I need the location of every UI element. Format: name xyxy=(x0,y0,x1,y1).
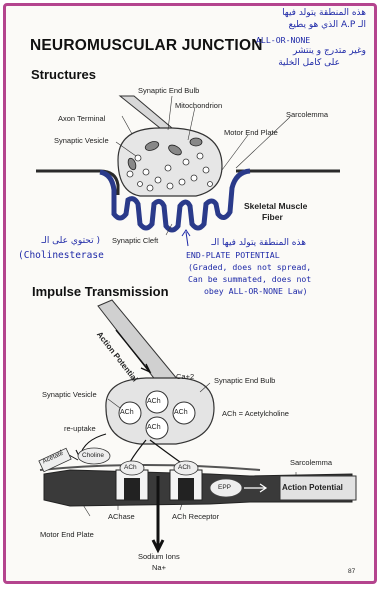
label-sarcolemma-bottom: Sarcolemma xyxy=(290,458,332,467)
label-action-potential-box: Action Potential xyxy=(282,483,343,492)
label-epp: EPP xyxy=(218,484,231,491)
label-na: Na+ xyxy=(152,563,166,572)
label-ach-receptor: ACh Receptor xyxy=(172,512,219,521)
sarcolemma-upper xyxy=(40,465,260,470)
receptor-ach-1: ACh xyxy=(124,464,137,471)
label-synaptic-vesicle-bottom: Synaptic Vesicle xyxy=(42,390,97,399)
label-motor-end-plate-bottom: Motor End Plate xyxy=(40,530,94,539)
vesicle-ach-1: ACh xyxy=(120,409,134,416)
receptor-ach-2: ACh xyxy=(178,464,191,471)
label-ca: Ca+2 xyxy=(176,372,194,381)
vesicle-ach-4: ACh xyxy=(147,424,161,431)
label-synaptic-end-bulb-bottom: Synaptic End Bulb xyxy=(214,376,275,385)
label-ach-eq: ACh = Acetylcholine xyxy=(222,409,289,418)
vesicle-ach-3: ACh xyxy=(174,409,188,416)
label-choline: Choline xyxy=(82,452,104,459)
label-achase: AChase xyxy=(108,512,135,521)
label-reuptake: re-uptake xyxy=(64,424,96,433)
label-sodium-ions: Sodium Ions xyxy=(138,552,180,561)
vesicle-ach-2: ACh xyxy=(147,398,161,405)
page-number: 87 xyxy=(348,568,355,575)
